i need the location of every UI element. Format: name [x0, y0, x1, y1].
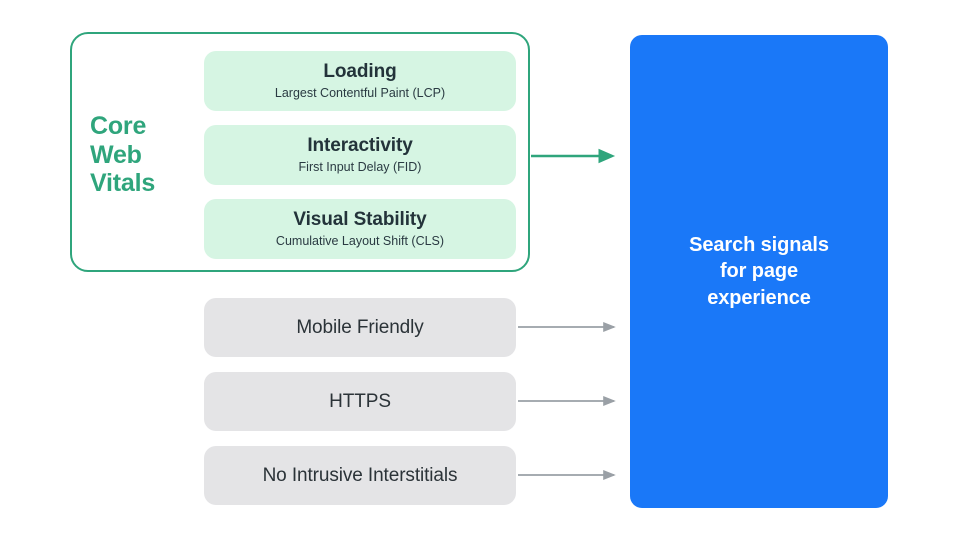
core-web-vitals-label-line-3: Vitals [90, 169, 156, 197]
metric-subtitle: Largest Contentful Paint (LCP) [274, 85, 446, 100]
metric-subtitle: First Input Delay (FID) [298, 159, 422, 174]
signal-label: Mobile Friendly [296, 316, 424, 338]
signal-card-no-intrusive-interstitials[interactable]: No Intrusive Interstitials [204, 446, 516, 505]
metric-subtitle: Cumulative Layout Shift (CLS) [275, 233, 445, 248]
core-web-vitals-label-line-2: Web [90, 140, 142, 169]
metric-card-loading[interactable]: Loading Largest Contentful Paint (LCP) [204, 51, 516, 111]
metric-card-interactivity[interactable]: Interactivity First Input Delay (FID) [204, 125, 516, 185]
signal-label: No Intrusive Interstitials [262, 464, 458, 486]
signal-card-mobile-friendly[interactable]: Mobile Friendly [204, 298, 516, 357]
search-signals-panel[interactable]: Search signals for page experience [630, 35, 888, 508]
metric-title: Loading [323, 61, 397, 83]
core-web-vitals-label-line-1: Core [90, 112, 147, 140]
signal-card-https[interactable]: HTTPS [204, 372, 516, 431]
signal-label: HTTPS [329, 390, 391, 412]
search-signals-panel-label: Search signals for page experience [689, 233, 829, 309]
metric-card-visual-stability[interactable]: Visual Stability Cumulative Layout Shift… [204, 199, 516, 259]
metric-title: Visual Stability [293, 209, 427, 231]
core-web-vitals-group-label: Core Web Vitals [90, 112, 190, 198]
metric-title: Interactivity [307, 135, 413, 157]
